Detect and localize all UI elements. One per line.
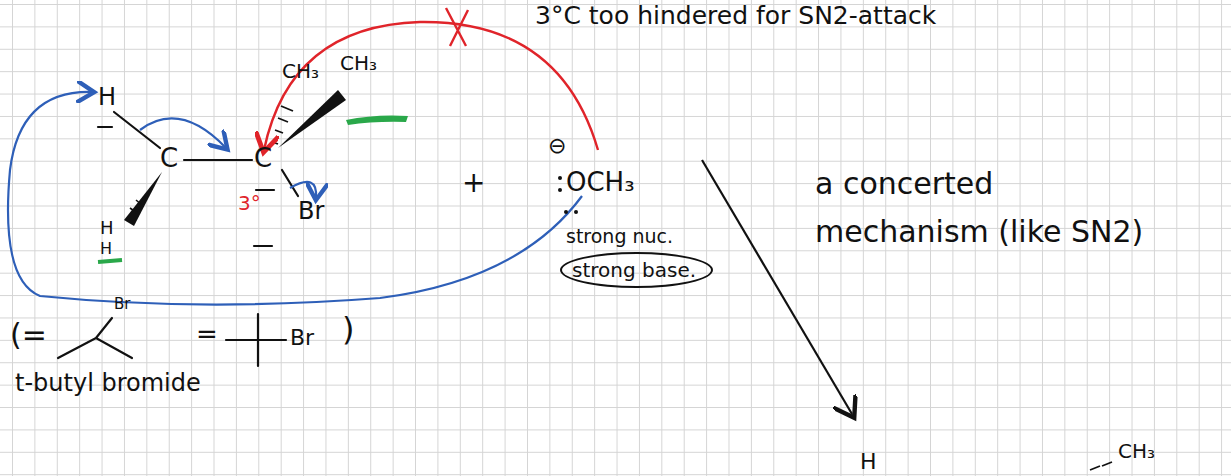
handwritten-label: = (196, 320, 218, 349)
handwritten-label: a concerted mechanism (like SN2) (815, 160, 1145, 256)
handwritten-label: CH₃ (282, 60, 319, 82)
handwritten-label: CH₃ (1118, 440, 1155, 462)
handwritten-label: Br (298, 198, 324, 224)
handwritten-label: + (462, 168, 485, 199)
handwritten-label: t-butyl bromide (15, 370, 201, 396)
handwritten-label: OCH₃ (566, 168, 635, 197)
handwritten-label: C (254, 144, 272, 173)
handwritten-label: 3°C too hindered for SN2-attack (535, 2, 936, 30)
circled-note: strong base. (560, 252, 713, 288)
handwritten-label: (= (10, 318, 47, 351)
handwritten-label: H (860, 450, 877, 474)
handwritten-label: H (100, 218, 114, 238)
handwritten-label: Br (114, 296, 130, 313)
handwritten-label: Br (290, 326, 314, 350)
note-text: strong base. (572, 258, 696, 282)
handwritten-label: C (160, 144, 178, 173)
handwritten-label: CH₃ (340, 52, 377, 74)
handwritten-label: H (98, 84, 116, 110)
handwritten-label: ) (342, 312, 354, 347)
handwritten-label: 3° (238, 192, 261, 214)
handwritten-label: H (100, 240, 112, 258)
handwritten-label: ⊖ (548, 134, 566, 158)
handwritten-label: strong nuc. (566, 226, 673, 247)
